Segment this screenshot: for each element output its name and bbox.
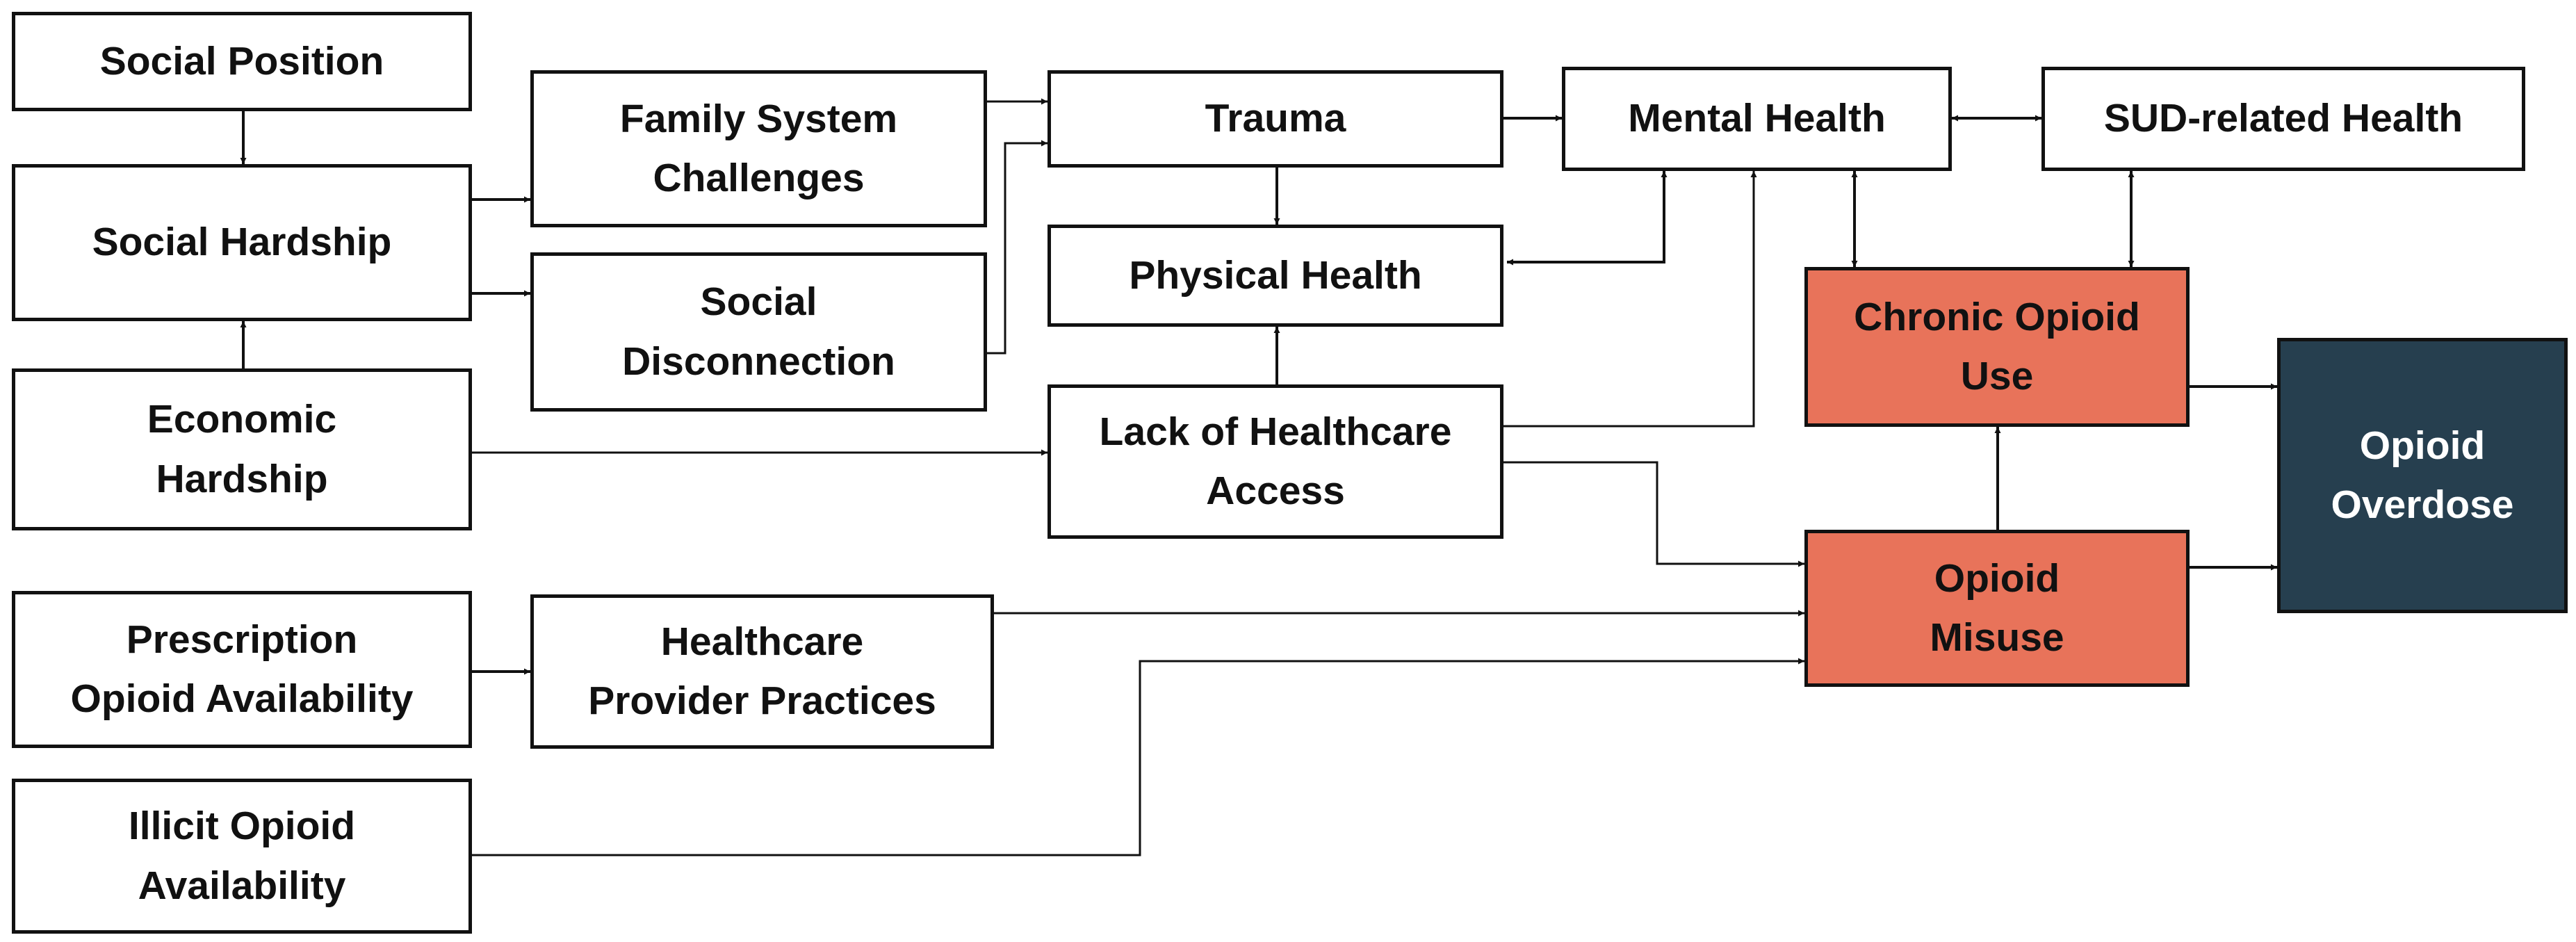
node-mental-health: Mental Health (1562, 67, 1952, 171)
node-lack-of-healthcare-access: Lack of Healthcare Access (1047, 384, 1503, 539)
edge-illicit-availability-to-misuse (472, 658, 1804, 856)
edge-healthcare-access-to-mental-health (1503, 171, 1757, 428)
node-opioid-misuse: Opioid Misuse (1804, 530, 2190, 687)
edge-physical-health-mental-health (1507, 171, 1668, 266)
node-family-system-challenges: Family System Challenges (530, 70, 987, 227)
node-social-disconnection: Social Disconnection (530, 252, 987, 412)
node-chronic-opioid-use: Chronic Opioid Use (1804, 267, 2190, 427)
node-prescription-opioid-availability: Prescription Opioid Availability (12, 591, 472, 748)
node-trauma: Trauma (1047, 70, 1503, 168)
node-healthcare-provider-practices: Healthcare Provider Practices (530, 594, 994, 749)
node-illicit-opioid-availability: Illicit Opioid Availability (12, 779, 472, 934)
node-economic-hardship: Economic Hardship (12, 368, 472, 530)
node-social-position: Social Position (12, 12, 472, 111)
node-sud-related-health: SUD-related Health (2041, 67, 2525, 171)
node-physical-health: Physical Health (1047, 225, 1503, 327)
node-social-hardship: Social Hardship (12, 164, 472, 321)
edge-social-disconnection-to-trauma (987, 140, 1047, 355)
node-opioid-overdose: Opioid Overdose (2277, 338, 2568, 613)
edge-healthcare-access-to-misuse (1503, 461, 1804, 567)
